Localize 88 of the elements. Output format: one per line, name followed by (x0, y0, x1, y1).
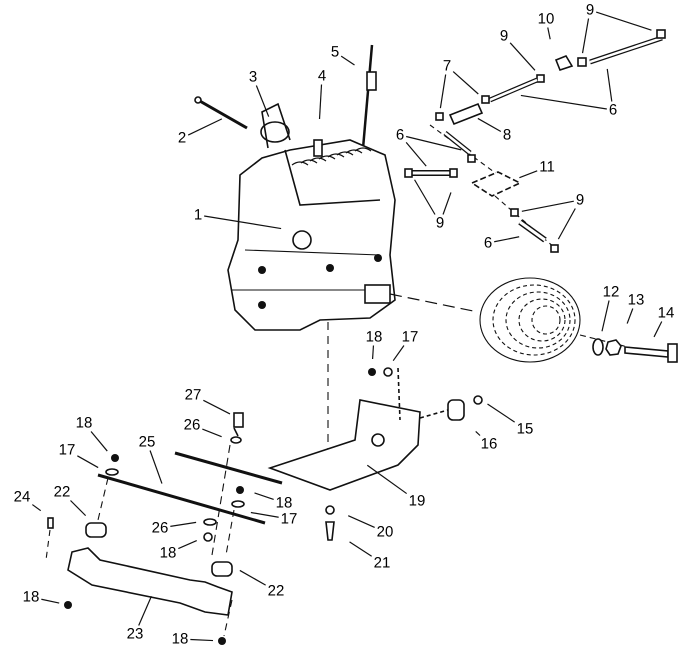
callout-number: 6 (608, 102, 618, 118)
leader-line (41, 598, 60, 604)
leader-line (653, 321, 662, 338)
leader-line (596, 11, 652, 31)
callout-number: 18 (364, 330, 384, 344)
callout-number: 11 (538, 160, 556, 174)
leader-line (414, 179, 436, 215)
callout-number: 21 (372, 556, 392, 570)
leader-line (372, 345, 374, 360)
leader-line (240, 570, 266, 586)
leader-line (178, 540, 197, 550)
callout-number: 18 (274, 496, 294, 510)
leader-line (366, 464, 407, 494)
leader-line (90, 431, 108, 452)
callout-number: 18 (170, 632, 190, 646)
leader-line (138, 596, 152, 626)
leader-line (626, 308, 634, 324)
callout-number: 10 (536, 12, 556, 26)
callout-number: 5 (330, 44, 340, 60)
callout-number: 3 (248, 70, 258, 84)
callout-number: 20 (376, 524, 394, 540)
leader-line (487, 404, 515, 423)
leader-line (349, 541, 372, 557)
callout-number: 9 (574, 192, 586, 208)
leader-line (77, 455, 98, 468)
leader-line (601, 300, 610, 332)
leader-line (522, 200, 574, 212)
callout-number: 2 (176, 130, 188, 146)
leader-line (188, 118, 222, 136)
leader-line (256, 85, 270, 117)
callout-number: 26 (182, 418, 202, 432)
leader-line (606, 68, 612, 102)
leader-line (202, 428, 222, 438)
callout-number: 27 (184, 388, 202, 402)
leader-line (442, 192, 452, 215)
leader-line (478, 118, 502, 132)
callout-number: 15 (516, 422, 534, 436)
leader-line (340, 56, 355, 66)
callout-number: 14 (656, 306, 676, 320)
callout-number: 18 (22, 590, 40, 604)
callout-number: 8 (502, 128, 512, 142)
leader-line (150, 450, 163, 484)
callout-number: 22 (52, 484, 72, 500)
callout-number: 18 (158, 546, 178, 560)
leader-line (406, 142, 427, 166)
callout-number: 22 (266, 584, 286, 598)
callout-number: 16 (480, 436, 498, 452)
leader-line (475, 430, 480, 436)
callout-number: 26 (150, 520, 170, 536)
leader-line (254, 492, 274, 500)
leader-line (440, 74, 446, 108)
leader-line (520, 94, 607, 110)
leader-line (250, 512, 279, 518)
callout-number: 17 (58, 442, 76, 458)
leader-line (318, 84, 322, 120)
callout-number: 4 (316, 68, 328, 84)
leader-line (406, 136, 462, 150)
callout-number: 7 (442, 58, 452, 74)
leader-line (348, 515, 375, 528)
leader-line (32, 504, 42, 512)
leader-line (204, 215, 282, 230)
callout-number: 6 (394, 128, 406, 142)
callout-number: 1 (192, 208, 204, 222)
leader-line (494, 236, 520, 242)
leader-line (558, 208, 576, 240)
leader-line (203, 400, 230, 414)
leader-line (452, 71, 479, 94)
callout-number: 6 (482, 236, 494, 250)
leader-line (70, 500, 86, 516)
callout-number: 13 (626, 292, 646, 308)
callout-number: 17 (280, 512, 298, 526)
leader-line (582, 18, 590, 54)
leader-line (170, 522, 196, 527)
callout-number: 12 (602, 284, 620, 300)
callout-number: 9 (434, 216, 446, 230)
callout-number: 19 (408, 494, 426, 508)
callout-number: 23 (126, 626, 144, 642)
callout-number: 25 (138, 434, 156, 450)
leader-line (547, 27, 551, 40)
callout-number: 24 (12, 490, 32, 504)
callout-number: 17 (400, 330, 420, 344)
callout-number: 9 (584, 2, 596, 18)
callout-number: 9 (498, 28, 510, 44)
leader-line (392, 345, 404, 361)
leader-line (190, 638, 214, 642)
leader-line (519, 170, 538, 178)
leader-line (510, 42, 536, 71)
callout-number: 18 (74, 416, 94, 430)
